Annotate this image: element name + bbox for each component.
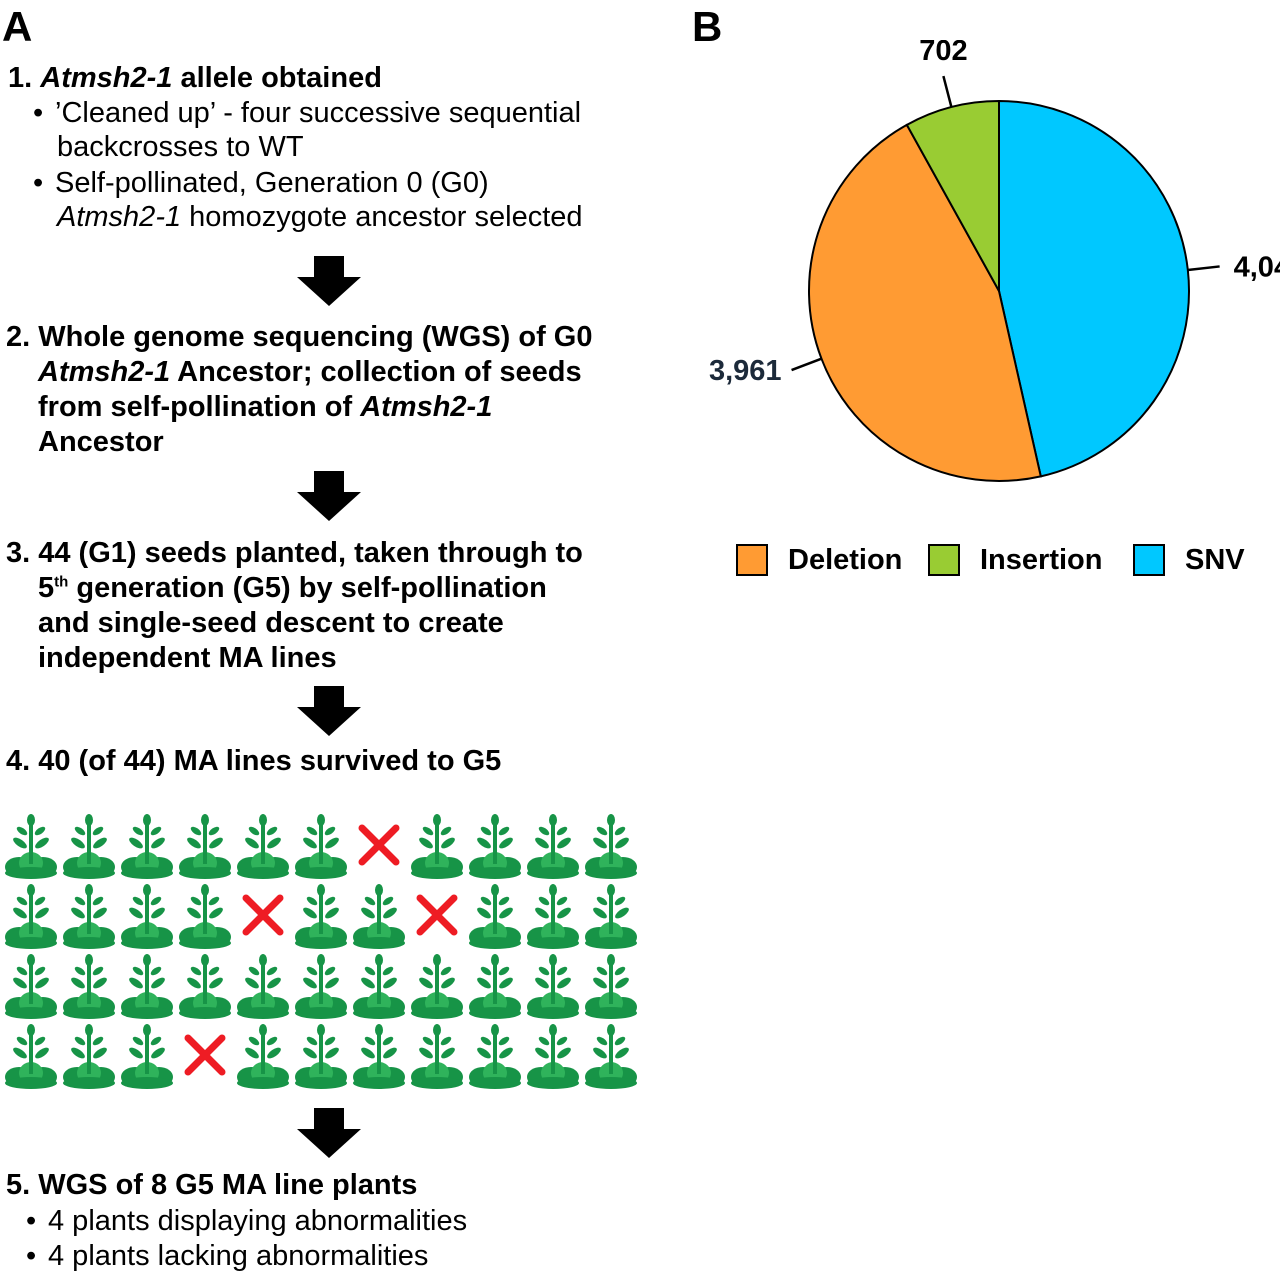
plant-icon [118,880,176,950]
step-2-line-3: from self-pollination of Atmsh2-1 [38,391,493,423]
panel-label-b: B [692,3,723,50]
gene-name: Atmsh2-1 [57,201,182,233]
red-x-icon [234,880,292,950]
plant-icon [118,810,176,880]
legend-item-deletion: Deletion [736,540,902,580]
plant-icon [408,1020,466,1090]
plant-icon [60,1020,118,1090]
step-1-bullet-2-cont: Atmsh2-1 homozygote ancestor selected [57,201,583,233]
legend-swatch-deletion [736,544,768,576]
plant-icon [408,950,466,1020]
plant-icon [2,950,60,1020]
step-5-bullet-1: 4 plants displaying abnormalities [26,1204,467,1238]
down-arrow-icon [297,471,361,521]
plant-icon [582,810,640,880]
legend-item-insertion: Insertion [928,540,1102,580]
plant-icon [292,950,350,1020]
step-2-line-4: Ancestor [38,426,164,458]
leader-line-snv [1187,265,1220,272]
plant-icon [234,810,292,880]
plant-icon [350,1020,408,1090]
plant-icon [234,950,292,1020]
plant-icon [350,880,408,950]
legend-label-insertion: Insertion [980,543,1103,576]
step-3-line-4: independent MA lines [38,642,337,674]
plant-icon [466,1020,524,1090]
plant-icon [292,810,350,880]
plant-icon [466,810,524,880]
plant-icon [176,880,234,950]
plant-icon [582,950,640,1020]
step-5-line-1: 5. WGS of 8 G5 MA line plants [6,1169,418,1201]
gene-name: Atmsh2-1 [38,356,171,388]
plant-icon [582,880,640,950]
plant-icon [292,1020,350,1090]
plant-icon [118,1020,176,1090]
plant-icon [582,1020,640,1090]
step-4-line-1: 4. 40 (of 44) MA lines survived to G5 [6,745,502,777]
plant-icon [466,880,524,950]
down-arrow-icon [297,686,361,736]
plant-icon [466,950,524,1020]
plant-icon [2,1020,60,1090]
plant-icon [234,1020,292,1090]
plant-icon [524,880,582,950]
red-x-icon [350,810,408,880]
gene-name: Atmsh2-1 [40,62,173,94]
pie-label-insertion: 702 [919,40,967,67]
plant-icon [60,810,118,880]
step-2-line-2: Atmsh2-1 Ancestor; collection of seeds [38,356,582,388]
plant-grid [0,810,640,1090]
down-arrow-icon [297,256,361,306]
step-1-title: 1. Atmsh2-1 allele obtained [8,62,382,94]
legend-item-snv: SNV [1133,540,1245,580]
plant-icon [524,1020,582,1090]
plant-icon [118,950,176,1020]
step-1-bullet-1: ’Cleaned up’ - four successive sequentia… [33,96,581,130]
plant-icon [2,880,60,950]
legend-swatch-snv [1133,544,1165,576]
step-1-bullet-1-cont: backcrosses to WT [57,131,304,163]
gene-name: Atmsh2-1 [360,391,493,423]
plant-icon [176,950,234,1020]
legend-label-deletion: Deletion [788,543,903,576]
step-2-line-1: 2. Whole genome sequencing (WGS) of G0 [6,321,593,353]
pie-slice-insertion [905,99,1000,295]
plant-icon [408,810,466,880]
plant-icon [524,810,582,880]
plant-icon [176,810,234,880]
step-3-line-3: and single-seed descent to create [38,607,504,639]
plant-icon [60,950,118,1020]
step-1-bullet-2: Self-pollinated, Generation 0 (G0) [33,166,489,200]
plant-icon [2,810,60,880]
down-arrow-icon [297,1108,361,1158]
pie-label-snv: 4,048 [1234,251,1280,283]
legend-swatch-insertion [928,544,960,576]
red-x-icon [176,1020,234,1090]
plant-icon [524,950,582,1020]
leader-line-deletion [791,357,822,372]
step-3-line-1: 3. 44 (G1) seeds planted, taken through … [6,537,583,569]
plant-icon [292,880,350,950]
pie-chart: 4,048 3,961 702 [709,40,1280,482]
step-5-bullet-2: 4 plants lacking abnormalities [26,1239,428,1273]
red-x-icon [408,880,466,950]
legend-label-snv: SNV [1185,543,1245,576]
leader-line-insertion [942,75,953,108]
plant-icon [350,950,408,1020]
pie-slice-snv [998,99,1190,478]
plant-icon [60,880,118,950]
pie-label-deletion: 3,961 [709,355,782,387]
panel-label-a: A [2,3,33,50]
step-3-line-2: 5th generation (G5) by self-pollination [38,572,547,604]
